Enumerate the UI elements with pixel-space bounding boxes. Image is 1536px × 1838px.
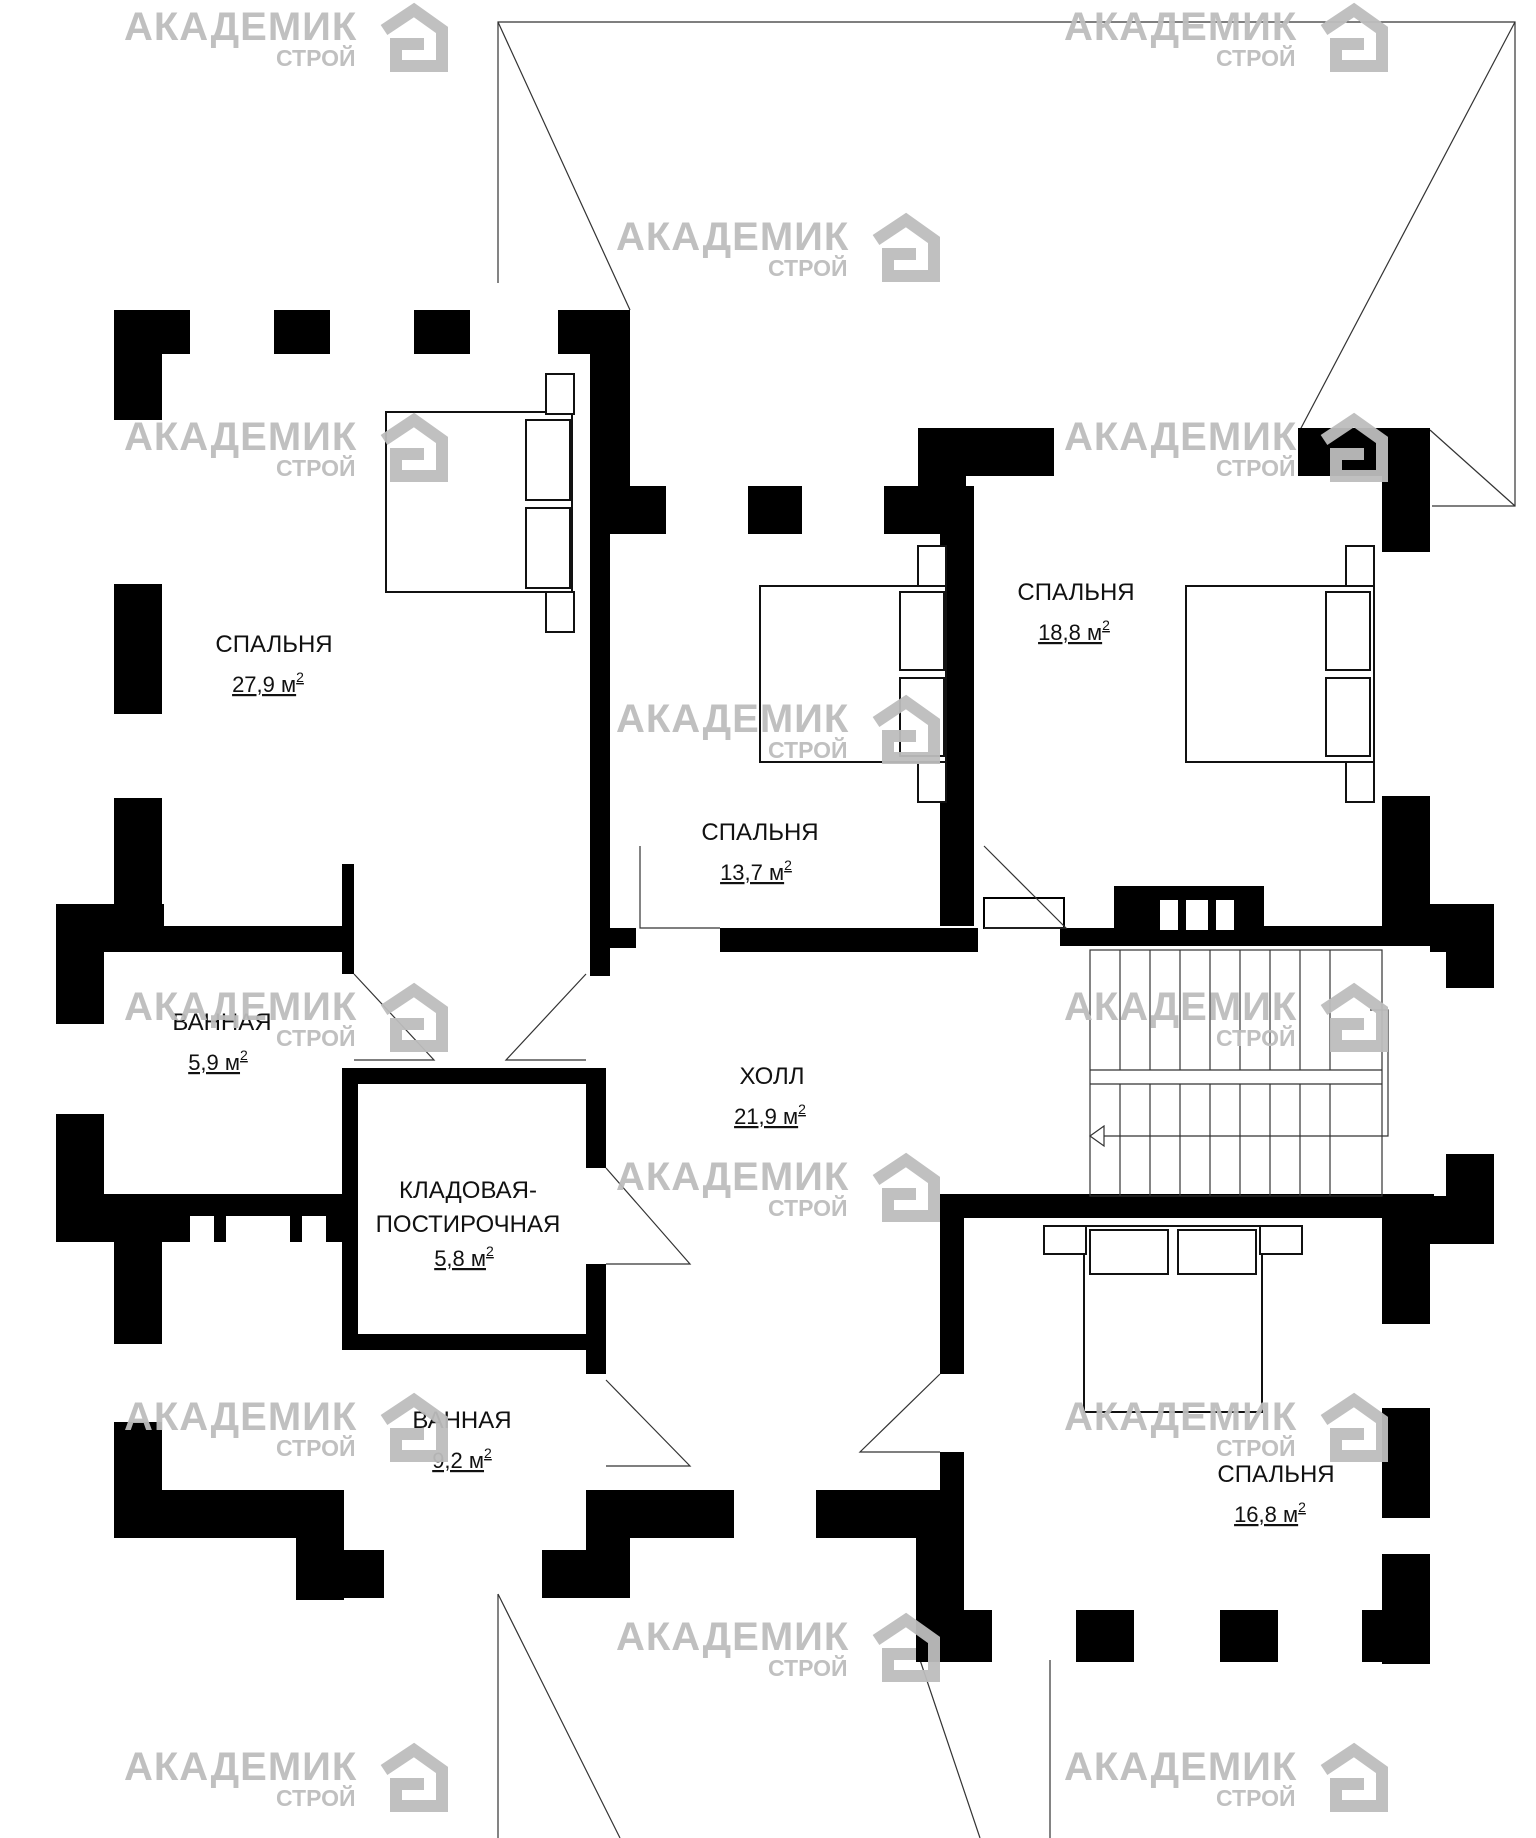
svg-text:СТРОЙ: СТРОЙ	[276, 1784, 356, 1811]
watermark-logo-icon	[380, 1392, 448, 1462]
watermark-logo-icon	[872, 1612, 940, 1682]
watermark: АКАДЕМИК СТРОЙ	[124, 1742, 448, 1812]
svg-text:АКАДЕМИК: АКАДЕМИК	[124, 5, 357, 49]
svg-text:СТРОЙ: СТРОЙ	[276, 1024, 356, 1051]
svg-text:АКАДЕМИК: АКАДЕМИК	[124, 1745, 357, 1789]
svg-text:СТРОЙ: СТРОЙ	[768, 1194, 848, 1221]
svg-text:СТРОЙ: СТРОЙ	[276, 454, 356, 481]
svg-text:СТРОЙ: СТРОЙ	[1216, 1784, 1296, 1811]
room-label-storage: КЛАДОВАЯ- ПОСТИРОЧНАЯ 5,8 м2	[376, 1177, 561, 1271]
watermark-logo-icon	[380, 2, 448, 72]
watermark-logo-icon	[380, 412, 448, 482]
room-label-bathroom-2: ВАННАЯ 9,2 м2	[412, 1407, 511, 1473]
watermark: АКАДЕМИК СТРОЙ	[616, 694, 940, 764]
room-name: СПАЛЬНЯ	[1017, 579, 1134, 606]
watermark: АКАДЕМИК СТРОЙ	[124, 982, 448, 1052]
room-label-bedroom-3: СПАЛЬНЯ 18,8 м2	[1017, 579, 1134, 645]
room-area: 21,9 м2	[734, 1101, 806, 1129]
bed-bedroom-3	[1185, 545, 1375, 803]
room-label-bathroom-1: ВАННАЯ 5,9 м2	[172, 1009, 271, 1075]
door-swings	[353, 845, 1068, 1467]
room-name: ВАННАЯ	[172, 1009, 271, 1036]
svg-text:СТРОЙ: СТРОЙ	[1216, 44, 1296, 71]
room-name-line2: ПОСТИРОЧНАЯ	[376, 1211, 561, 1238]
watermark: АКАДЕМИК СТРОЙ	[1064, 1392, 1388, 1462]
room-area: 5,8 м2	[434, 1243, 494, 1271]
watermark-logo-icon	[1320, 982, 1388, 1052]
room-label-bedroom-2: СПАЛЬНЯ 13,7 м2	[701, 819, 818, 885]
room-label-hall: ХОЛЛ 21,9 м2	[734, 1063, 806, 1129]
room-name: СПАЛЬНЯ	[1217, 1461, 1334, 1488]
room-area: 16,8 м2	[1234, 1499, 1306, 1527]
svg-text:СТРОЙ: СТРОЙ	[1216, 454, 1296, 481]
svg-text:СТРОЙ: СТРОЙ	[768, 1654, 848, 1681]
room-area: 13,7 м2	[720, 857, 792, 885]
svg-text:АКАДЕМИК: АКАДЕМИК	[124, 415, 357, 459]
svg-text:АКАДЕМИК: АКАДЕМИК	[616, 215, 849, 259]
svg-text:АКАДЕМИК: АКАДЕМИК	[1064, 5, 1297, 49]
watermark: АКАДЕМИК СТРОЙ	[616, 1152, 940, 1222]
walls	[56, 310, 1494, 1664]
room-name: СПАЛЬНЯ	[701, 819, 818, 846]
watermark: АКАДЕМИК СТРОЙ	[1064, 982, 1388, 1052]
svg-text:АКАДЕМИК: АКАДЕМИК	[124, 1395, 357, 1439]
svg-text:СТРОЙ: СТРОЙ	[768, 736, 848, 763]
svg-text:СТРОЙ: СТРОЙ	[276, 1434, 356, 1461]
room-area: 18,8 м2	[1038, 617, 1110, 645]
watermark: АКАДЕМИК СТРОЙ	[1064, 412, 1388, 482]
svg-text:СТРОЙ: СТРОЙ	[276, 44, 356, 71]
watermark: АКАДЕМИК СТРОЙ	[616, 212, 940, 282]
watermark: АКАДЕМИК СТРОЙ	[124, 1392, 448, 1462]
room-area: 27,9 м2	[232, 669, 304, 697]
room-name: ХОЛЛ	[739, 1063, 804, 1090]
svg-text:АКАДЕМИК: АКАДЕМИК	[124, 985, 357, 1029]
room-label-bedroom-4: СПАЛЬНЯ 16,8 м2	[1217, 1461, 1334, 1527]
watermark-logo-icon	[1320, 2, 1388, 72]
watermark-logo-icon	[872, 212, 940, 282]
watermark-logo-icon	[872, 1152, 940, 1222]
watermark-logo-icon	[1320, 412, 1388, 482]
svg-text:СТРОЙ: СТРОЙ	[1216, 1434, 1296, 1461]
watermark-logo-icon	[380, 982, 448, 1052]
watermark: АКАДЕМИК СТРОЙ	[1064, 1742, 1388, 1812]
watermark-logo-icon	[872, 694, 940, 764]
svg-text:АКАДЕМИК: АКАДЕМИК	[616, 1615, 849, 1659]
svg-text:АКАДЕМИК: АКАДЕМИК	[616, 697, 849, 741]
watermark-logo-icon	[380, 1742, 448, 1812]
bed-bedroom-4	[1043, 1225, 1303, 1413]
svg-text:СТРОЙ: СТРОЙ	[1216, 1024, 1296, 1051]
bed-bedroom-2	[759, 545, 947, 803]
svg-text:СТРОЙ: СТРОЙ	[768, 254, 848, 281]
svg-text:АКАДЕМИК: АКАДЕМИК	[1064, 985, 1297, 1029]
watermark: АКАДЕМИК СТРОЙ	[124, 412, 448, 482]
watermark: АКАДЕМИК СТРОЙ	[616, 1612, 940, 1682]
room-name: СПАЛЬНЯ	[215, 631, 332, 658]
watermarks: АКАДЕМИК СТРОЙ АКАДЕМИК СТРОЙ АКАДЕМИК С…	[124, 2, 1388, 1812]
watermark: АКАДЕМИК СТРОЙ	[124, 2, 448, 72]
svg-text:АКАДЕМИК: АКАДЕМИК	[1064, 1395, 1297, 1439]
watermark: АКАДЕМИК СТРОЙ	[1064, 2, 1388, 72]
watermark-logo-icon	[1320, 1392, 1388, 1462]
roof-outline-top	[497, 21, 1516, 507]
room-label-bedroom-1: СПАЛЬНЯ 27,9 м2	[215, 631, 332, 697]
svg-text:АКАДЕМИК: АКАДЕМИК	[1064, 1745, 1297, 1789]
room-name: КЛАДОВАЯ-	[399, 1177, 537, 1204]
svg-text:АКАДЕМИК: АКАДЕМИК	[1064, 415, 1297, 459]
bed-bedroom-1	[385, 373, 575, 633]
roof-outline-bottom	[497, 1593, 1051, 1838]
svg-text:АКАДЕМИК: АКАДЕМИК	[616, 1155, 849, 1199]
watermark-logo-icon	[1320, 1742, 1388, 1812]
room-area: 5,9 м2	[188, 1047, 248, 1075]
